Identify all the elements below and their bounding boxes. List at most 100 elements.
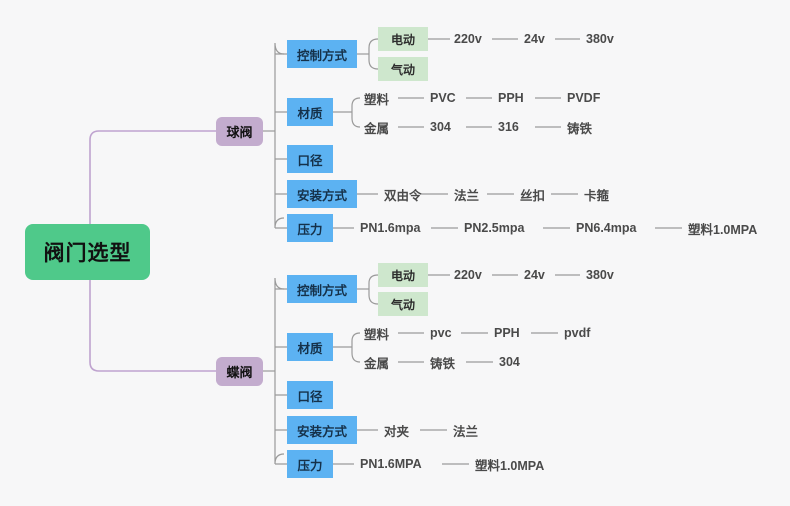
category-node-kongzhifangshi-top[interactable]: 控制方式	[287, 40, 357, 68]
category-node-label: 控制方式	[296, 48, 347, 63]
root-node-label: 阀门选型	[43, 242, 132, 265]
leaf-label: PVC	[430, 91, 456, 105]
leaf-item[interactable]: 24v	[524, 31, 545, 47]
leaf-item[interactable]: PN1.6MPA	[360, 456, 422, 472]
leaf-item[interactable]: 法兰	[454, 186, 480, 203]
leaf-item[interactable]: 304	[430, 119, 451, 135]
group-label-suliao-top[interactable]: 塑料	[364, 90, 390, 107]
leaf-label: 380v	[586, 268, 614, 282]
category-node-label: 口径	[297, 153, 323, 168]
leaf-label: PPH	[494, 326, 520, 340]
category-node-label: 压力	[297, 458, 323, 473]
leaf-label: pvdf	[564, 326, 591, 340]
leaf-label: 220v	[454, 268, 482, 282]
subnode-qidong-top[interactable]: 气动	[378, 57, 428, 81]
leaf-label: pvc	[430, 326, 452, 340]
leaf-item[interactable]: 法兰	[453, 422, 479, 439]
category-node-label: 材质	[297, 341, 323, 356]
leaf-label: PPH	[498, 91, 524, 105]
leaf-item[interactable]: 塑料1.0MPA	[475, 456, 545, 473]
leaf-item[interactable]: PN2.5mpa	[464, 220, 524, 236]
group-label: 金属	[364, 356, 390, 371]
subnode-label: 电动	[390, 268, 415, 283]
leaf-item[interactable]: PN1.6mpa	[360, 220, 420, 236]
leaf-item[interactable]: 塑料1.0MPA	[688, 220, 758, 237]
leaf-item[interactable]: 双由令	[384, 186, 422, 203]
branch-node-diefa[interactable]: 蝶阀	[216, 357, 263, 386]
category-node-caizhi-top[interactable]: 材质	[287, 98, 333, 126]
group-label-suliao-bottom[interactable]: 塑料	[364, 325, 390, 342]
category-node-yali-bottom[interactable]: 压力	[287, 450, 333, 478]
leaf-item[interactable]: 对夹	[384, 422, 410, 439]
category-node-caizhi-bottom[interactable]: 材质	[287, 333, 333, 361]
leaf-label: PN6.4mpa	[576, 221, 637, 235]
group-label-jinshu-bottom[interactable]: 金属	[364, 354, 390, 371]
group-label: 塑料	[364, 327, 390, 342]
category-node-label: 安装方式	[296, 424, 347, 439]
leaf-item[interactable]: 卡箍	[584, 186, 610, 203]
leaf-item[interactable]: 380v	[586, 267, 614, 283]
leaf-label: 24v	[524, 268, 545, 282]
leaf-label: 塑料1.0MPA	[688, 222, 758, 237]
category-node-label: 口径	[297, 389, 323, 404]
leaf-label: 卡箍	[584, 188, 610, 203]
leaf-item[interactable]: PVC	[430, 90, 456, 106]
leaf-label: 24v	[524, 32, 545, 46]
branch-node-label: 球阀	[226, 125, 253, 140]
leaf-label: 对夹	[384, 424, 410, 439]
leaf-label: 法兰	[454, 188, 480, 203]
leaf-label: PN1.6MPA	[360, 457, 422, 471]
branch-node-qiufa[interactable]: 球阀	[216, 117, 263, 146]
leaf-item[interactable]: PPH	[498, 90, 524, 106]
category-node-label: 控制方式	[296, 283, 347, 298]
leaf-item[interactable]: 380v	[586, 31, 614, 47]
leaf-label: 法兰	[453, 424, 479, 439]
leaf-label: 塑料1.0MPA	[475, 458, 545, 473]
subnode-diandong-bottom[interactable]: 电动	[378, 263, 428, 287]
leaf-label: PN1.6mpa	[360, 221, 421, 235]
leaf-item[interactable]: PVDF	[567, 90, 600, 106]
subnode-label: 气动	[390, 62, 415, 77]
leaf-item[interactable]: PN6.4mpa	[576, 220, 636, 236]
subnode-label: 电动	[390, 32, 415, 47]
leaf-label: 304	[430, 120, 451, 134]
leaf-label: PVDF	[567, 91, 601, 105]
group-label-jinshu-top[interactable]: 金属	[364, 119, 390, 136]
leaf-label: 双由令	[384, 188, 422, 203]
leaf-label: 304	[499, 355, 520, 369]
leaf-item[interactable]: 304	[499, 354, 520, 370]
subnode-qidong-bottom[interactable]: 气动	[378, 292, 428, 316]
leaf-item[interactable]: 220v	[454, 31, 482, 47]
category-node-label: 压力	[297, 222, 323, 237]
leaf-item[interactable]: pvdf	[564, 325, 590, 341]
leaf-label: 丝扣	[520, 188, 546, 203]
category-node-anzhuangfangshi-top[interactable]: 安装方式	[287, 180, 357, 208]
leaf-label: 380v	[586, 32, 614, 46]
leaf-label: 铸铁	[430, 356, 456, 371]
leaf-label: 316	[498, 120, 519, 134]
leaf-item[interactable]: 铸铁	[430, 354, 456, 371]
leaf-label: 铸铁	[567, 121, 593, 136]
subnode-label: 气动	[390, 297, 415, 312]
group-label: 塑料	[364, 92, 390, 107]
leaf-item[interactable]: 220v	[454, 267, 482, 283]
leaf-item[interactable]: 丝扣	[520, 186, 546, 203]
leaf-label: PN2.5mpa	[464, 221, 525, 235]
root-node[interactable]: 阀门选型	[25, 224, 150, 280]
leaf-item[interactable]: PPH	[494, 325, 520, 341]
leaf-item[interactable]: 24v	[524, 267, 545, 283]
leaf-item[interactable]: 铸铁	[567, 119, 593, 136]
subnode-diandong-top[interactable]: 电动	[378, 27, 428, 51]
leaf-item[interactable]: 316	[498, 119, 519, 135]
category-node-label: 材质	[297, 106, 323, 121]
category-node-koujing-top[interactable]: 口径	[287, 145, 333, 173]
category-node-label: 安装方式	[296, 188, 347, 203]
leaf-item[interactable]: pvc	[430, 325, 452, 341]
category-node-yali-top[interactable]: 压力	[287, 214, 333, 242]
category-node-koujing-bottom[interactable]: 口径	[287, 381, 333, 409]
category-node-kongzhifangshi-bottom[interactable]: 控制方式	[287, 275, 357, 303]
group-label: 金属	[364, 121, 390, 136]
branch-node-label: 蝶阀	[226, 365, 253, 380]
category-node-anzhuangfangshi-bottom[interactable]: 安装方式	[287, 416, 357, 444]
